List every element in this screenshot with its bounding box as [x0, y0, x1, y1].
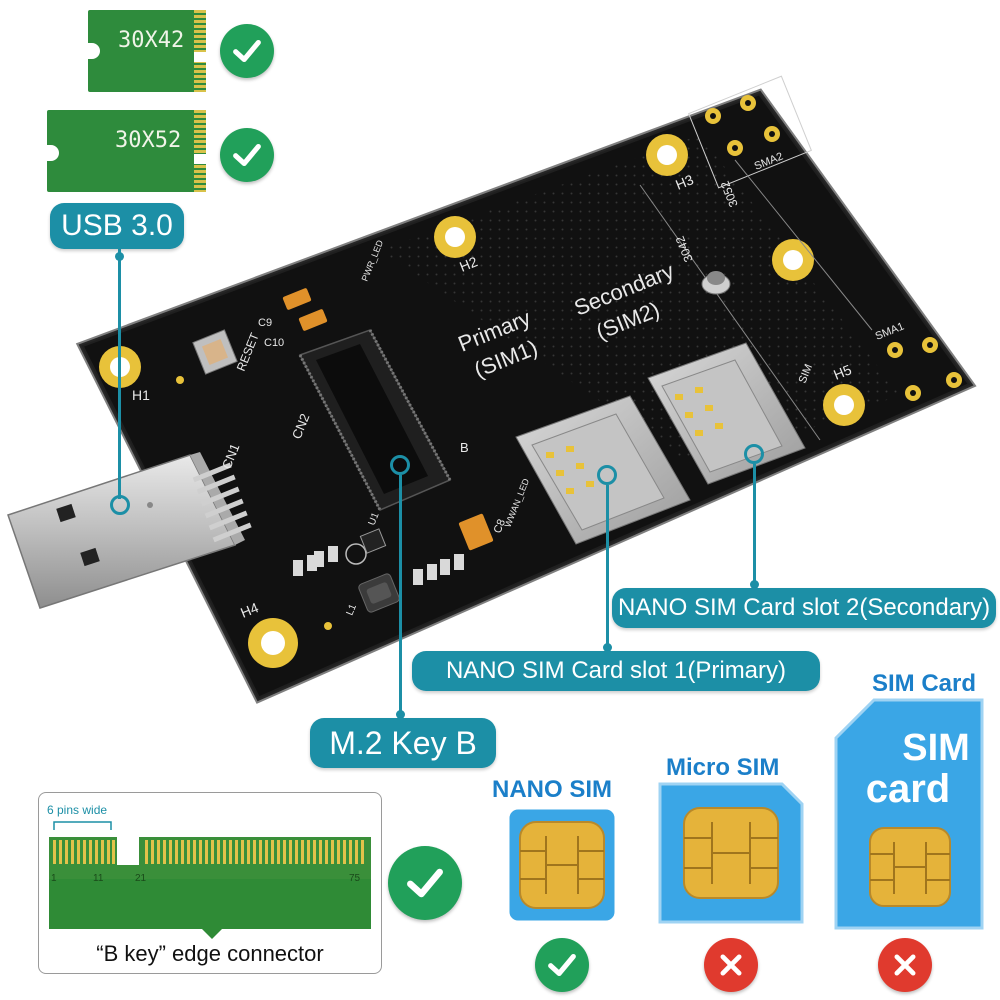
module-gold-fingers: [194, 110, 206, 192]
label-h5: H5: [831, 361, 854, 383]
callout-m2-line: [399, 475, 402, 715]
cross-icon: [878, 938, 932, 992]
callout-dot: [115, 252, 124, 261]
edge-connector-diagram: [49, 837, 371, 939]
callout-sim2-line: [753, 464, 756, 582]
label-h4: H4: [238, 599, 261, 621]
label-b: B: [460, 440, 469, 455]
edge-connector-caption: “B key” edge connector: [96, 941, 324, 966]
sim-type-label-nano: NANO SIM: [492, 776, 612, 803]
sim-type-label-full: SIM Card: [872, 670, 977, 697]
module-gold-fingers: [194, 10, 206, 92]
callout-m2-ring: [390, 455, 410, 475]
pin-1-label: 1: [51, 873, 57, 884]
callout-sim2-ring: [744, 444, 764, 464]
pin-21-label: 21: [135, 873, 147, 884]
sim-type-label-micro: Micro SIM: [666, 754, 780, 781]
micro-sim-card: [658, 782, 804, 924]
callout-dot: [750, 580, 759, 589]
module-key-notch: [194, 154, 206, 164]
sim-card-text-2: card: [866, 767, 951, 811]
module-mount-hole: [86, 43, 100, 59]
label-l1: L1: [345, 602, 360, 617]
pins-wide-label: 6 pins wide: [47, 803, 108, 817]
module-size-label: 30X42: [118, 28, 185, 53]
reset-button: [192, 329, 238, 375]
module-size-label: 30X52: [115, 128, 182, 153]
pin-75-label: 75: [349, 873, 361, 884]
callout-dot: [603, 643, 612, 652]
m2-slot: [298, 329, 452, 511]
callout-usb: USB 3.0: [50, 203, 184, 249]
label-h3: H3: [673, 171, 696, 193]
cross-icon: [704, 938, 758, 992]
pins-wide-bracket: [53, 821, 112, 830]
usb-connector: [7, 452, 252, 609]
pin-11-label: 11: [93, 873, 104, 884]
check-icon: [388, 846, 462, 920]
callout-sim1-ring: [597, 465, 617, 485]
callout-usb-line: [118, 249, 121, 499]
callout-dot: [396, 710, 405, 719]
capacitors: [282, 288, 494, 551]
callout-usb-ring: [110, 495, 130, 515]
sma2-pads: [688, 75, 812, 189]
callout-m2-key-b: M.2 Key B: [310, 718, 496, 768]
module-30x42: 30X42: [86, 10, 206, 92]
sim-card-text-1: SIM: [902, 727, 970, 769]
callout-sim-slot-2: NANO SIM Card slot 2(Secondary): [612, 588, 996, 628]
label-u1: U1: [367, 511, 382, 527]
sma1-pads: [887, 337, 962, 401]
label-h2: H2: [457, 253, 480, 275]
module-key-notch: [194, 52, 206, 62]
nano-sim-card: [506, 806, 618, 924]
adapter-board: H1 H2 H3 H4 H5 SMA2 SMA1 Primary (SIM1) …: [7, 75, 977, 704]
label-c8: C8: [492, 518, 508, 536]
mounting-holes: [99, 134, 865, 668]
label-c9: C9: [258, 317, 272, 329]
module-30x52: 30X52: [45, 110, 206, 192]
check-icon: [220, 24, 274, 78]
module-mount-hole: [45, 145, 59, 161]
label-c10: C10: [264, 337, 284, 349]
callout-sim1-line: [606, 485, 609, 645]
check-icon: [220, 128, 274, 182]
label-h1: H1: [132, 387, 150, 403]
full-size-sim-card: SIM card: [834, 698, 984, 930]
edge-connector-panel: 6 pins wide 1 11 21 75 “B key” edge conn…: [38, 792, 382, 974]
standoff-screw: [701, 271, 731, 295]
check-icon: [535, 938, 589, 992]
callout-sim-slot-1: NANO SIM Card slot 1(Primary): [412, 651, 820, 691]
